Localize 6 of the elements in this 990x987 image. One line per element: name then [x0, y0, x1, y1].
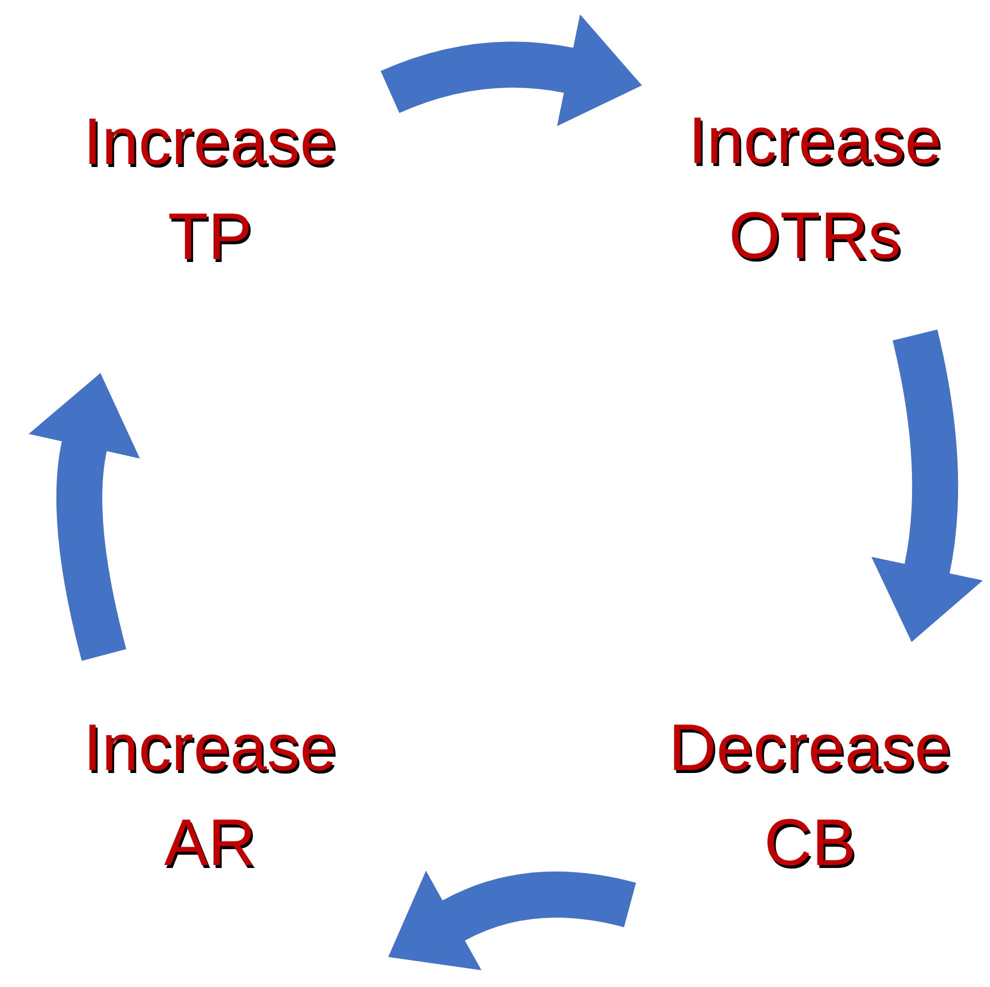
step-label: Increase AR — [83, 708, 337, 880]
curved-arrow — [28, 372, 140, 661]
step-label: Decrease CB — [668, 709, 952, 881]
step-label: Increase TP — [83, 102, 337, 274]
step-label: Increase OTRs — [688, 102, 942, 274]
curved-arrow — [871, 330, 984, 642]
